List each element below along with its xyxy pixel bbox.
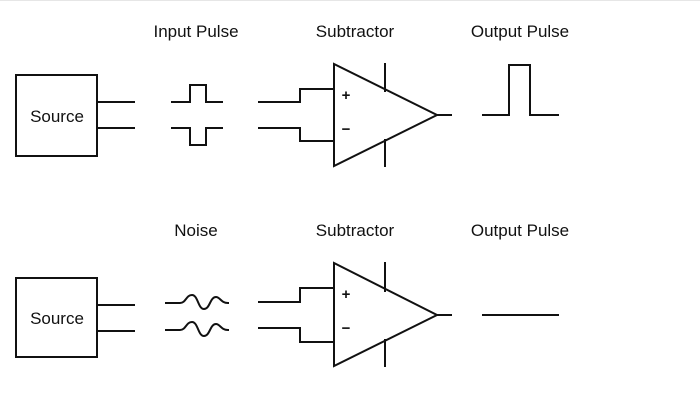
minus-sign-bottom: − <box>342 320 351 337</box>
output-pulse-label-bottom: Output Pulse <box>471 221 569 240</box>
pulse-down-icon <box>171 127 223 146</box>
minus-input-wire-top <box>258 127 335 142</box>
source-box-top <box>15 74 98 157</box>
source-label-top: Source <box>30 107 84 126</box>
output-pulse-label-top: Output Pulse <box>471 22 569 41</box>
pulse-up-icon <box>171 84 223 103</box>
plus-input-wire-top <box>258 88 335 103</box>
top-border <box>0 0 700 1</box>
source-box-bottom <box>15 277 98 358</box>
source-label-bottom: Source <box>30 309 84 328</box>
noise-label: Noise <box>174 221 217 240</box>
subtractor-label-bottom: Subtractor <box>316 221 395 240</box>
plus-input-wire-bottom <box>258 287 335 303</box>
output-pulse-icon <box>482 64 559 116</box>
minus-input-wire-bottom <box>258 327 335 343</box>
row-input-pulse: Input Pulse Subtractor Output Pulse Sour… <box>15 22 569 168</box>
input-pulse-label: Input Pulse <box>153 22 238 41</box>
subtractor-label-top: Subtractor <box>316 22 395 41</box>
noise-wave-upper-icon <box>165 293 230 311</box>
row-noise: Noise Subtractor Output Pulse Source + − <box>15 221 569 368</box>
plus-sign-bottom: + <box>342 286 351 303</box>
minus-sign-top: − <box>342 121 351 138</box>
noise-wave-lower-icon <box>165 320 230 338</box>
plus-sign-top: + <box>342 87 351 104</box>
